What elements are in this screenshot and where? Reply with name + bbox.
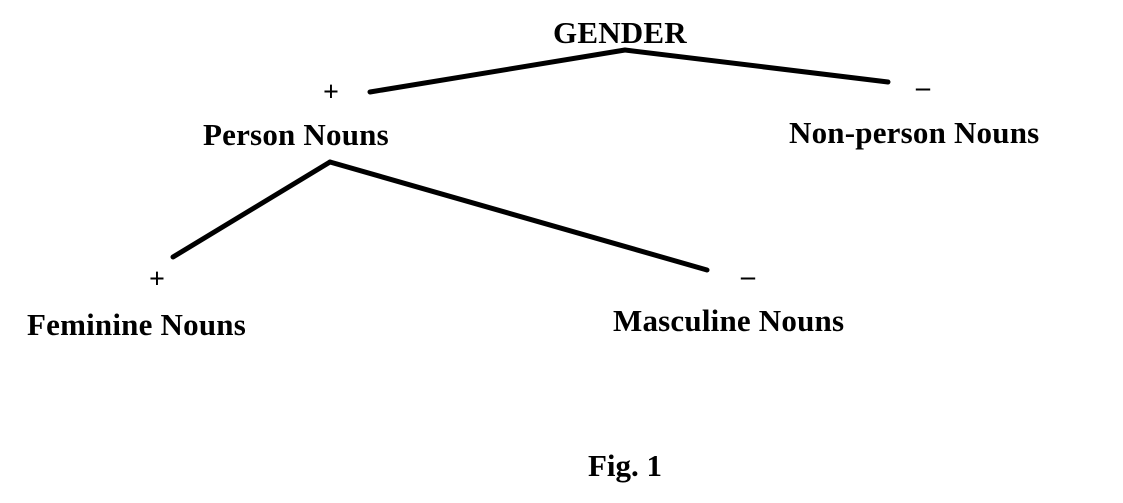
figure-caption: Fig. 1 (588, 448, 663, 483)
node-masculine-nouns: Masculine Nouns (613, 303, 845, 338)
branch-gender-to-person (367, 47, 628, 95)
branch-person-to-feminine (170, 159, 333, 260)
branch-gender-to-non-person (622, 47, 891, 85)
feminine-plus-sign: + (149, 264, 165, 295)
person-plus-sign: + (323, 77, 339, 108)
branch-person-to-masculine (327, 159, 710, 273)
node-person-nouns: Person Nouns (203, 117, 389, 152)
root-node-gender: GENDER (553, 15, 687, 50)
node-feminine-nouns: Feminine Nouns (27, 307, 246, 342)
non-person-minus-sign: – (916, 72, 930, 103)
node-non-person-nouns: Non-person Nouns (789, 115, 1040, 150)
masculine-minus-sign: – (741, 261, 755, 292)
